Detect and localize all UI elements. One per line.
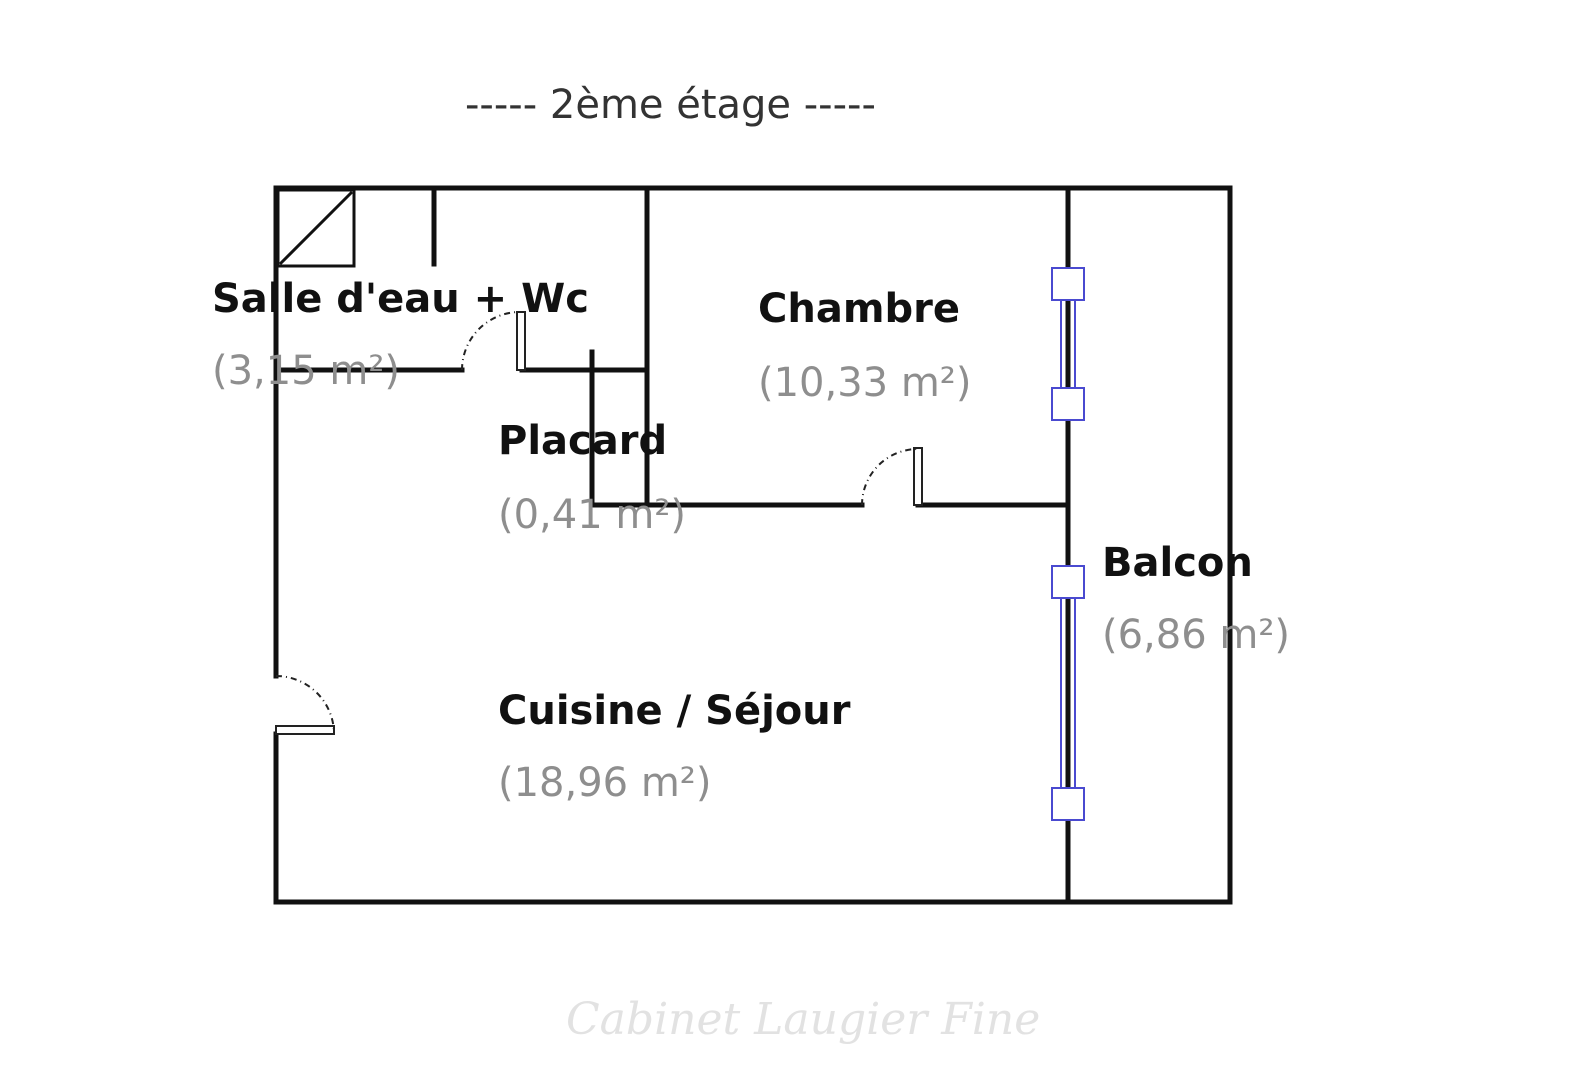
balcony-window-upper <box>1051 267 1085 421</box>
watermark: Cabinet Laugier Fine <box>566 994 1040 1045</box>
balcony-window-lower <box>1051 565 1085 821</box>
bathroom-door <box>461 311 526 371</box>
entrance-door <box>275 675 335 735</box>
room-placard: Placard (0,41 m²) <box>498 418 686 538</box>
room-balcon: Balcon (6,86 m²) <box>1102 540 1290 658</box>
room-area: (10,33 m²) <box>758 360 971 406</box>
room-area: (3,15 m²) <box>212 348 400 394</box>
room-salle-deau: Salle d'eau + Wc (3,15 m²) <box>212 276 589 394</box>
room-area: (0,41 m²) <box>498 492 686 538</box>
floor-title: ----- 2ème étage ----- <box>465 82 876 128</box>
room-area: (18,96 m²) <box>498 760 711 806</box>
room-name: Chambre <box>758 286 960 332</box>
chambre-door <box>861 447 923 506</box>
room-name: Salle d'eau + Wc <box>212 276 589 322</box>
room-name: Placard <box>498 418 667 464</box>
room-chambre: Chambre (10,33 m²) <box>758 286 971 406</box>
room-cuisine-sejour: Cuisine / Séjour (18,96 m²) <box>498 688 851 806</box>
interior-walls <box>273 185 1071 905</box>
room-name: Balcon <box>1102 540 1253 586</box>
shower-tray <box>276 188 356 268</box>
room-area: (6,86 m²) <box>1102 612 1290 658</box>
room-name: Cuisine / Séjour <box>498 688 851 734</box>
